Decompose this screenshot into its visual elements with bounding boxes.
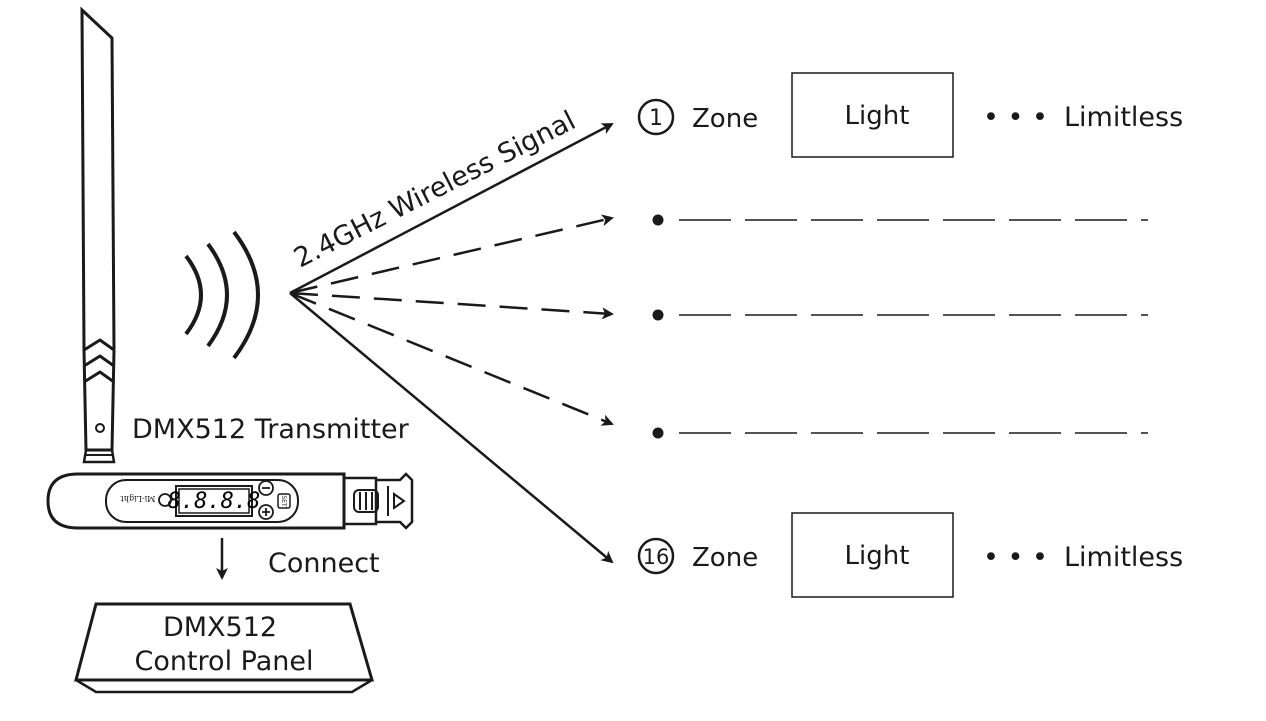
minus-button-icon (258, 480, 274, 496)
control-panel-line2: Control Panel (134, 646, 313, 677)
zone-row-1: 1 Zone Light • • • Limitless (637, 72, 1183, 158)
light-label: Light (845, 541, 910, 571)
signal-ray-dashed-1 (289, 214, 614, 295)
signal-ray-zone-16 (289, 292, 614, 564)
zone-label: Zone (692, 104, 758, 134)
signal-ray-dashed-3 (289, 291, 614, 426)
zone-row-16: 16 Zone Light • • • Limitless (637, 512, 1183, 598)
control-panel-box (74, 602, 374, 694)
brand-logo-text: Mi-Light (120, 494, 156, 503)
limitless-label: Limitless (1064, 542, 1183, 573)
light-box (791, 72, 954, 158)
signal-rays (289, 122, 614, 564)
segment-display: 8.8.8.8 (168, 489, 261, 514)
ellipsis: • • • (983, 542, 1048, 573)
transmitter-device: 8.8.8.8 Mi-Light SET (46, 472, 414, 530)
signal-label: 2.4GHz Wireless Signal (289, 105, 581, 274)
antenna-icon (80, 6, 116, 464)
control-panel-line1: DMX512 (163, 612, 277, 643)
transmitter-label: DMX512 Transmitter (132, 414, 410, 445)
placeholder-rows (652, 214, 1148, 439)
light-label: Light (845, 101, 910, 131)
zone-number: 1 (649, 106, 663, 131)
signal-ray-dashed-2 (289, 291, 614, 320)
zone-number: 16 (643, 545, 670, 569)
plus-button-icon (258, 504, 274, 520)
wireless-waves-icon (184, 230, 260, 360)
ellipsis: • • • (983, 102, 1048, 133)
light-box (791, 512, 954, 598)
zone-number-badge (637, 98, 675, 136)
limitless-label: Limitless (1064, 102, 1183, 133)
svg-text:SET: SET (280, 495, 287, 507)
zone-number-badge (637, 537, 675, 575)
connect-label: Connect (268, 548, 380, 579)
zone-label: Zone (692, 543, 758, 573)
signal-ray-zone-1 (289, 122, 614, 295)
